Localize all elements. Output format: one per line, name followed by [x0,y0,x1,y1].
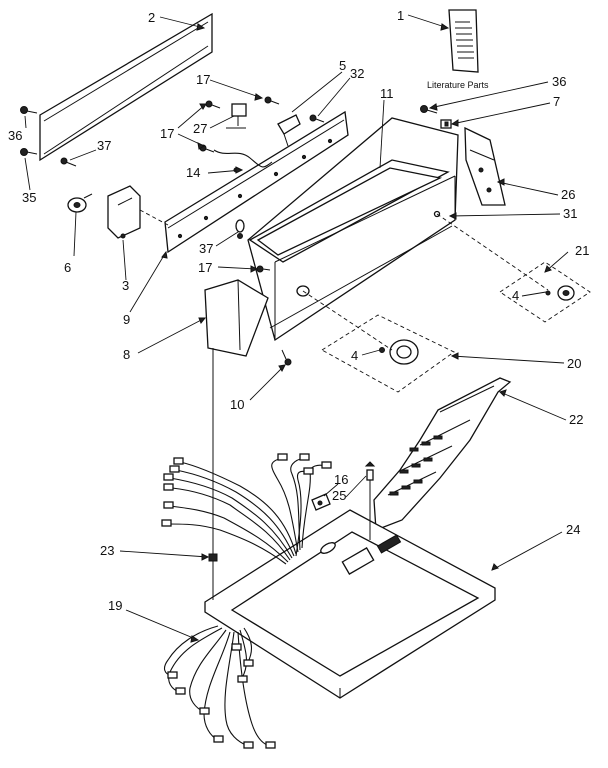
callout-35: 35 [22,190,36,205]
callout-23: 23 [100,543,114,558]
callout-1: 1 [397,8,404,23]
callout-9: 9 [123,312,130,327]
callout-3: 3 [122,278,129,293]
vent-slots [389,435,443,496]
callout-14: 14 [186,165,200,180]
callout-17-top: 17 [196,72,210,87]
callout-4-mid: 4 [351,348,358,363]
callout-36-right: 36 [552,74,566,89]
callout-5: 5 [339,58,346,73]
callout-17-mid: 17 [160,126,174,141]
part-11-top-panel [247,117,459,342]
callout-22: 22 [569,412,583,427]
callout-6: 6 [64,260,71,275]
screw-36-left [20,106,38,114]
part-16-connector [311,493,331,511]
callout-10: 10 [230,397,244,412]
part-1-literature [448,9,479,73]
callout-4-right: 4 [512,288,519,303]
callout-7: 7 [553,94,560,109]
callout-31: 31 [563,206,577,221]
screw-17-c [264,96,280,105]
screw-37-mid [237,233,243,239]
callout-21: 21 [575,243,589,258]
callout-19: 19 [108,598,122,613]
literature-parts-label: Literature Parts [427,80,489,90]
part-7-clip [440,119,452,129]
callout-32: 32 [350,66,364,81]
screw-10 [281,349,292,366]
leader-lines [24,14,569,641]
callout-16: 16 [334,472,348,487]
screws [20,96,438,366]
upper-wire-harness [161,453,332,565]
part-6-knob [67,193,93,213]
part-5-switch [277,114,301,147]
callout-36-left: 36 [8,128,22,143]
callout-17-low: 17 [198,260,212,275]
part-3-timer [107,185,169,239]
callout-11: 11 [380,86,394,101]
screw-35-left [20,148,38,156]
screw-36-right [420,105,438,114]
arrowheads [161,23,552,643]
part-27-terminal-block [226,103,247,129]
callout-26: 26 [561,187,575,202]
part-25-sensor [364,461,376,540]
callout-37-mid: 37 [199,241,213,256]
part-8-end-panel [204,279,269,357]
callout-24: 24 [566,522,580,537]
callout-8: 8 [123,347,130,362]
callout-25: 25 [332,488,346,503]
part-24-base-frame [204,509,496,699]
callout-37-top: 37 [97,138,111,153]
callout-27: 27 [193,121,207,136]
part-2-rear-panel [39,12,213,162]
callout-labels: 1 2 5 32 17 36 11 7 27 17 36 37 14 26 35… [8,8,589,613]
lower-wire-harness [163,625,276,749]
callout-2: 2 [148,10,155,25]
part-23-grommet [208,348,218,600]
screw-37-top [60,157,77,167]
part-26-bracket [464,126,506,206]
part-22-vent-duct [373,377,512,531]
screw-32 [309,114,325,123]
callout-20: 20 [567,356,581,371]
part-21-knob-group [436,213,591,323]
part-9-control-bracket [164,110,349,254]
screw-17-a [205,100,221,109]
